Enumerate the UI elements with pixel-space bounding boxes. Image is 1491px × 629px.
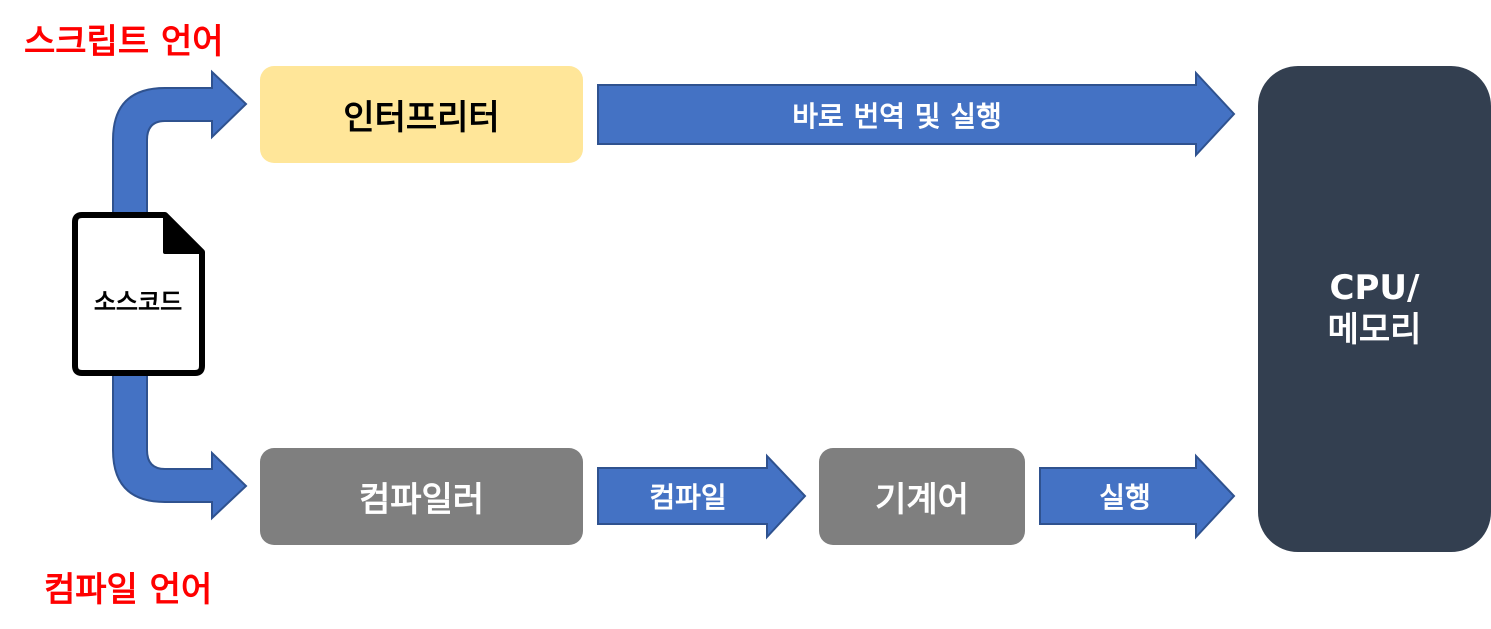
compiler-box: 컴파일러: [260, 448, 583, 545]
machine-code-label: 기계어: [875, 480, 969, 520]
compile-label: 컴파일: [649, 481, 727, 514]
source-code-document-icon: [72, 212, 205, 376]
cpu-memory-box: CPU/ 메모리: [1258, 66, 1491, 552]
script-language-label: 스크립트 언어: [24, 22, 224, 62]
arrow-direct-execute: [597, 70, 1236, 158]
curved-arrow-up: [112, 69, 248, 216]
arrow-execute: [1039, 453, 1236, 540]
cpu-label: CPU/: [1329, 267, 1420, 308]
execute-label: 실행: [1099, 481, 1151, 514]
interpreter-label: 인터프리터: [343, 98, 500, 138]
document-fold-icon: [163, 213, 204, 254]
machine-code-box: 기계어: [819, 448, 1025, 545]
memory-label: 메모리: [1327, 310, 1422, 350]
interpreter-box: 인터프리터: [260, 66, 583, 163]
curved-arrow-down: [112, 374, 248, 521]
source-code-label: 소스코드: [93, 288, 183, 316]
arrow-compile: [597, 453, 807, 540]
compiled-language-label: 컴파일 언어: [44, 570, 213, 610]
direct-execute-label: 바로 번역 및 실행: [792, 99, 1002, 133]
compiler-label: 컴파일러: [358, 480, 485, 520]
